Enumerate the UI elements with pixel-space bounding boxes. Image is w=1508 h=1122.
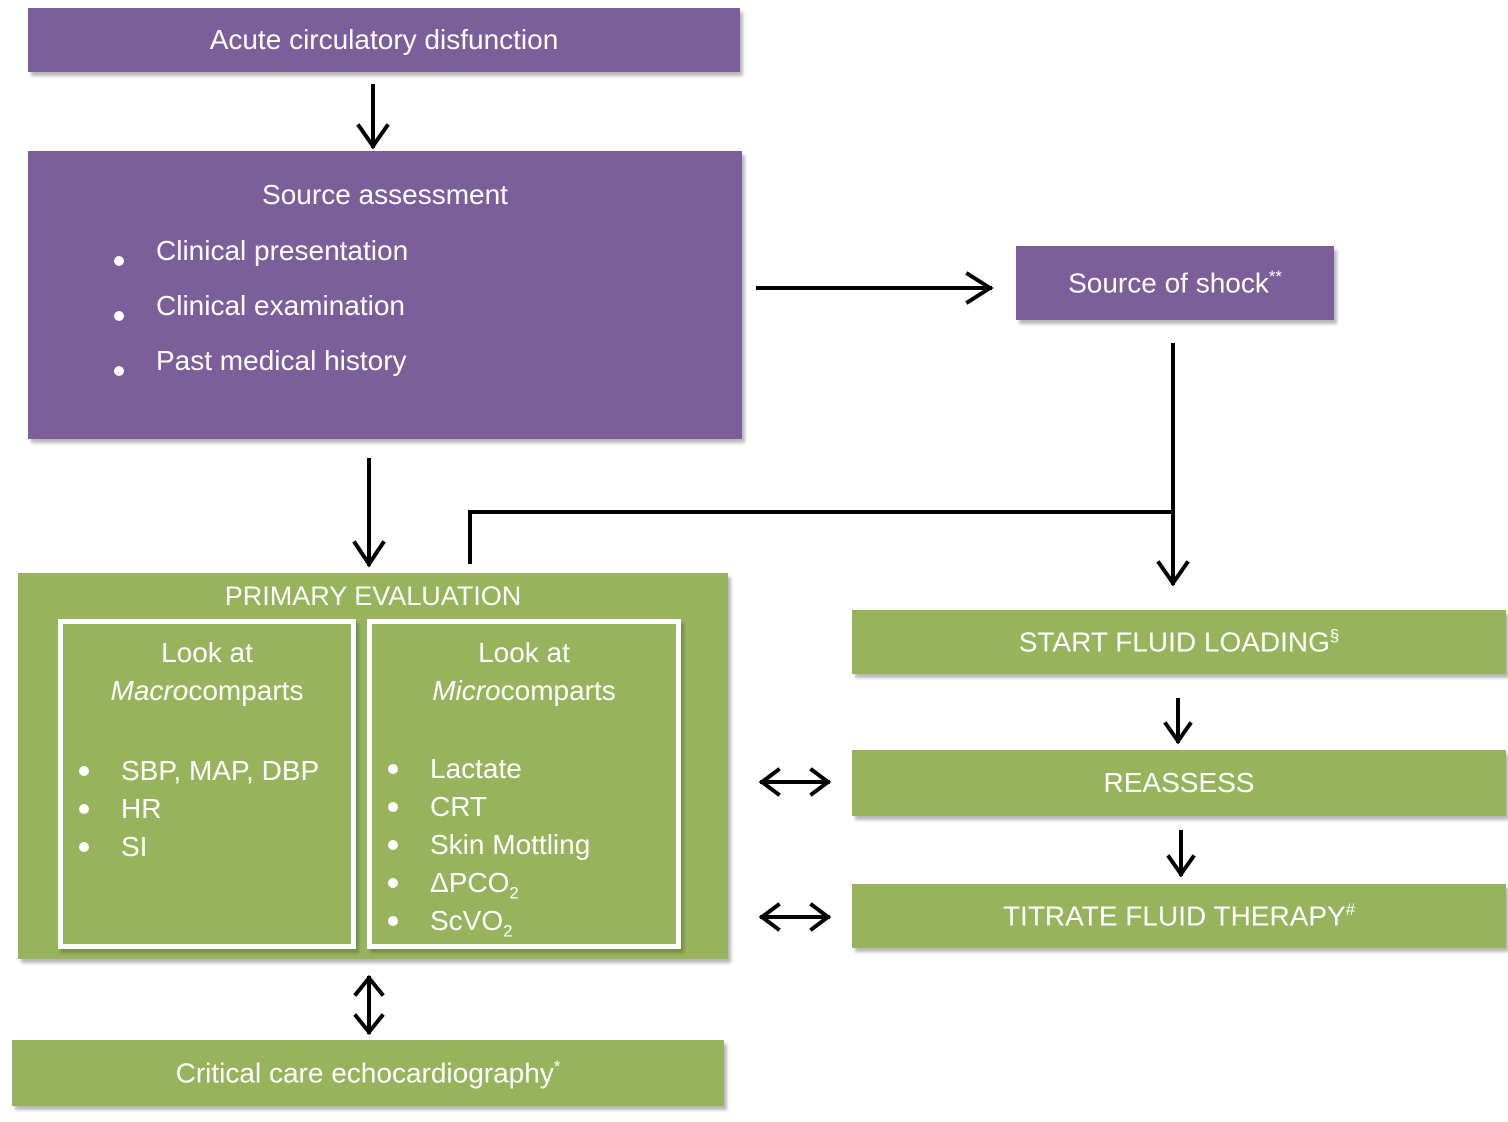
list-item: SBP, MAP, DBP [78, 752, 319, 790]
micro-heading-em: Micro [432, 675, 501, 706]
start-fluid-mark: § [1329, 625, 1340, 645]
list-item: Past medical history [113, 343, 408, 398]
scvo2-sub: 2 [503, 921, 513, 941]
macro-heading-line1: Look at [161, 637, 253, 668]
list-item: Clinical examination [113, 288, 408, 343]
list-item: CRT [387, 788, 590, 826]
list-item: SI [78, 828, 319, 866]
arrowhead [356, 123, 390, 150]
arrowhead [965, 271, 994, 305]
acute-label: Acute circulatory disfunction [209, 24, 559, 55]
macro-heading-em: Macro [110, 675, 189, 706]
micro-heading: Look at Microcomparts [372, 634, 676, 710]
acute-circulatory-box: Acute circulatory disfunction [28, 8, 740, 72]
micro-heading-rest: comparts [500, 675, 616, 706]
macro-heading-rest: comparts [188, 675, 304, 706]
reassess-label: REASSESS [1103, 767, 1255, 798]
micro-list: Lactate CRT Skin Mottling ΔPCO2 ScVO2 [387, 750, 590, 941]
delta-pco2-sub: 2 [509, 883, 519, 903]
titrate-mark: # [1345, 899, 1356, 919]
list-item-scvo2: ScVO2 [387, 902, 590, 941]
list-item: HR [78, 790, 319, 828]
titrate-label: TITRATE FLUID THERAPY [1002, 900, 1346, 932]
source-of-shock-label: Source of shock [1068, 267, 1269, 299]
arrowhead [352, 540, 386, 568]
arrowhead [353, 1013, 385, 1036]
macro-list: SBP, MAP, DBP HR SI [78, 752, 319, 866]
source-of-shock-box: Source of shock** [1016, 246, 1334, 320]
arrowhead [758, 767, 781, 797]
source-assessment-box: Source assessment Clinical presentation … [28, 151, 742, 439]
arrowhead [809, 767, 832, 797]
scvo2-text: ScVO [430, 905, 504, 936]
start-fluid-loading-box: START FLUID LOADING§ [852, 610, 1506, 674]
titrate-fluid-therapy-box: TITRATE FLUID THERAPY# [852, 884, 1506, 948]
list-item: Lactate [387, 750, 590, 788]
echo-label: Critical care echocardiography [175, 1057, 554, 1089]
delta-pco2-text: ΔPCO [430, 867, 510, 898]
primary-evaluation-box: PRIMARY EVALUATION Look at Macrocomparts… [18, 573, 728, 959]
micro-panel: Look at Microcomparts Lactate CRT Skin M… [367, 619, 681, 949]
arrowhead [1156, 560, 1190, 587]
list-item: Clinical presentation [113, 233, 408, 288]
micro-heading-line1: Look at [478, 637, 570, 668]
arrowhead [758, 902, 781, 932]
source-of-shock-mark: ** [1268, 266, 1282, 286]
arrowhead [1166, 854, 1196, 878]
list-item-delta-pco2: ΔPCO2 [387, 864, 590, 903]
arrowhead [809, 902, 832, 932]
start-fluid-label: START FLUID LOADING [1018, 626, 1330, 658]
echocardiography-box: Critical care echocardiography* [12, 1040, 724, 1106]
arrowhead [1163, 721, 1193, 745]
list-item: Skin Mottling [387, 826, 590, 864]
macro-panel: Look at Macrocomparts SBP, MAP, DBP HR S… [58, 619, 356, 949]
primary-evaluation-title: PRIMARY EVALUATION [224, 581, 522, 611]
reassess-box: REASSESS [852, 750, 1506, 816]
echo-mark: * [553, 1056, 561, 1076]
source-assessment-title: Source assessment [262, 179, 508, 210]
macro-heading: Look at Macrocomparts [63, 634, 351, 710]
connector-primary-branch [468, 510, 1175, 564]
arrowhead [353, 974, 385, 997]
source-assessment-list: Clinical presentation Clinical examinati… [113, 233, 408, 398]
